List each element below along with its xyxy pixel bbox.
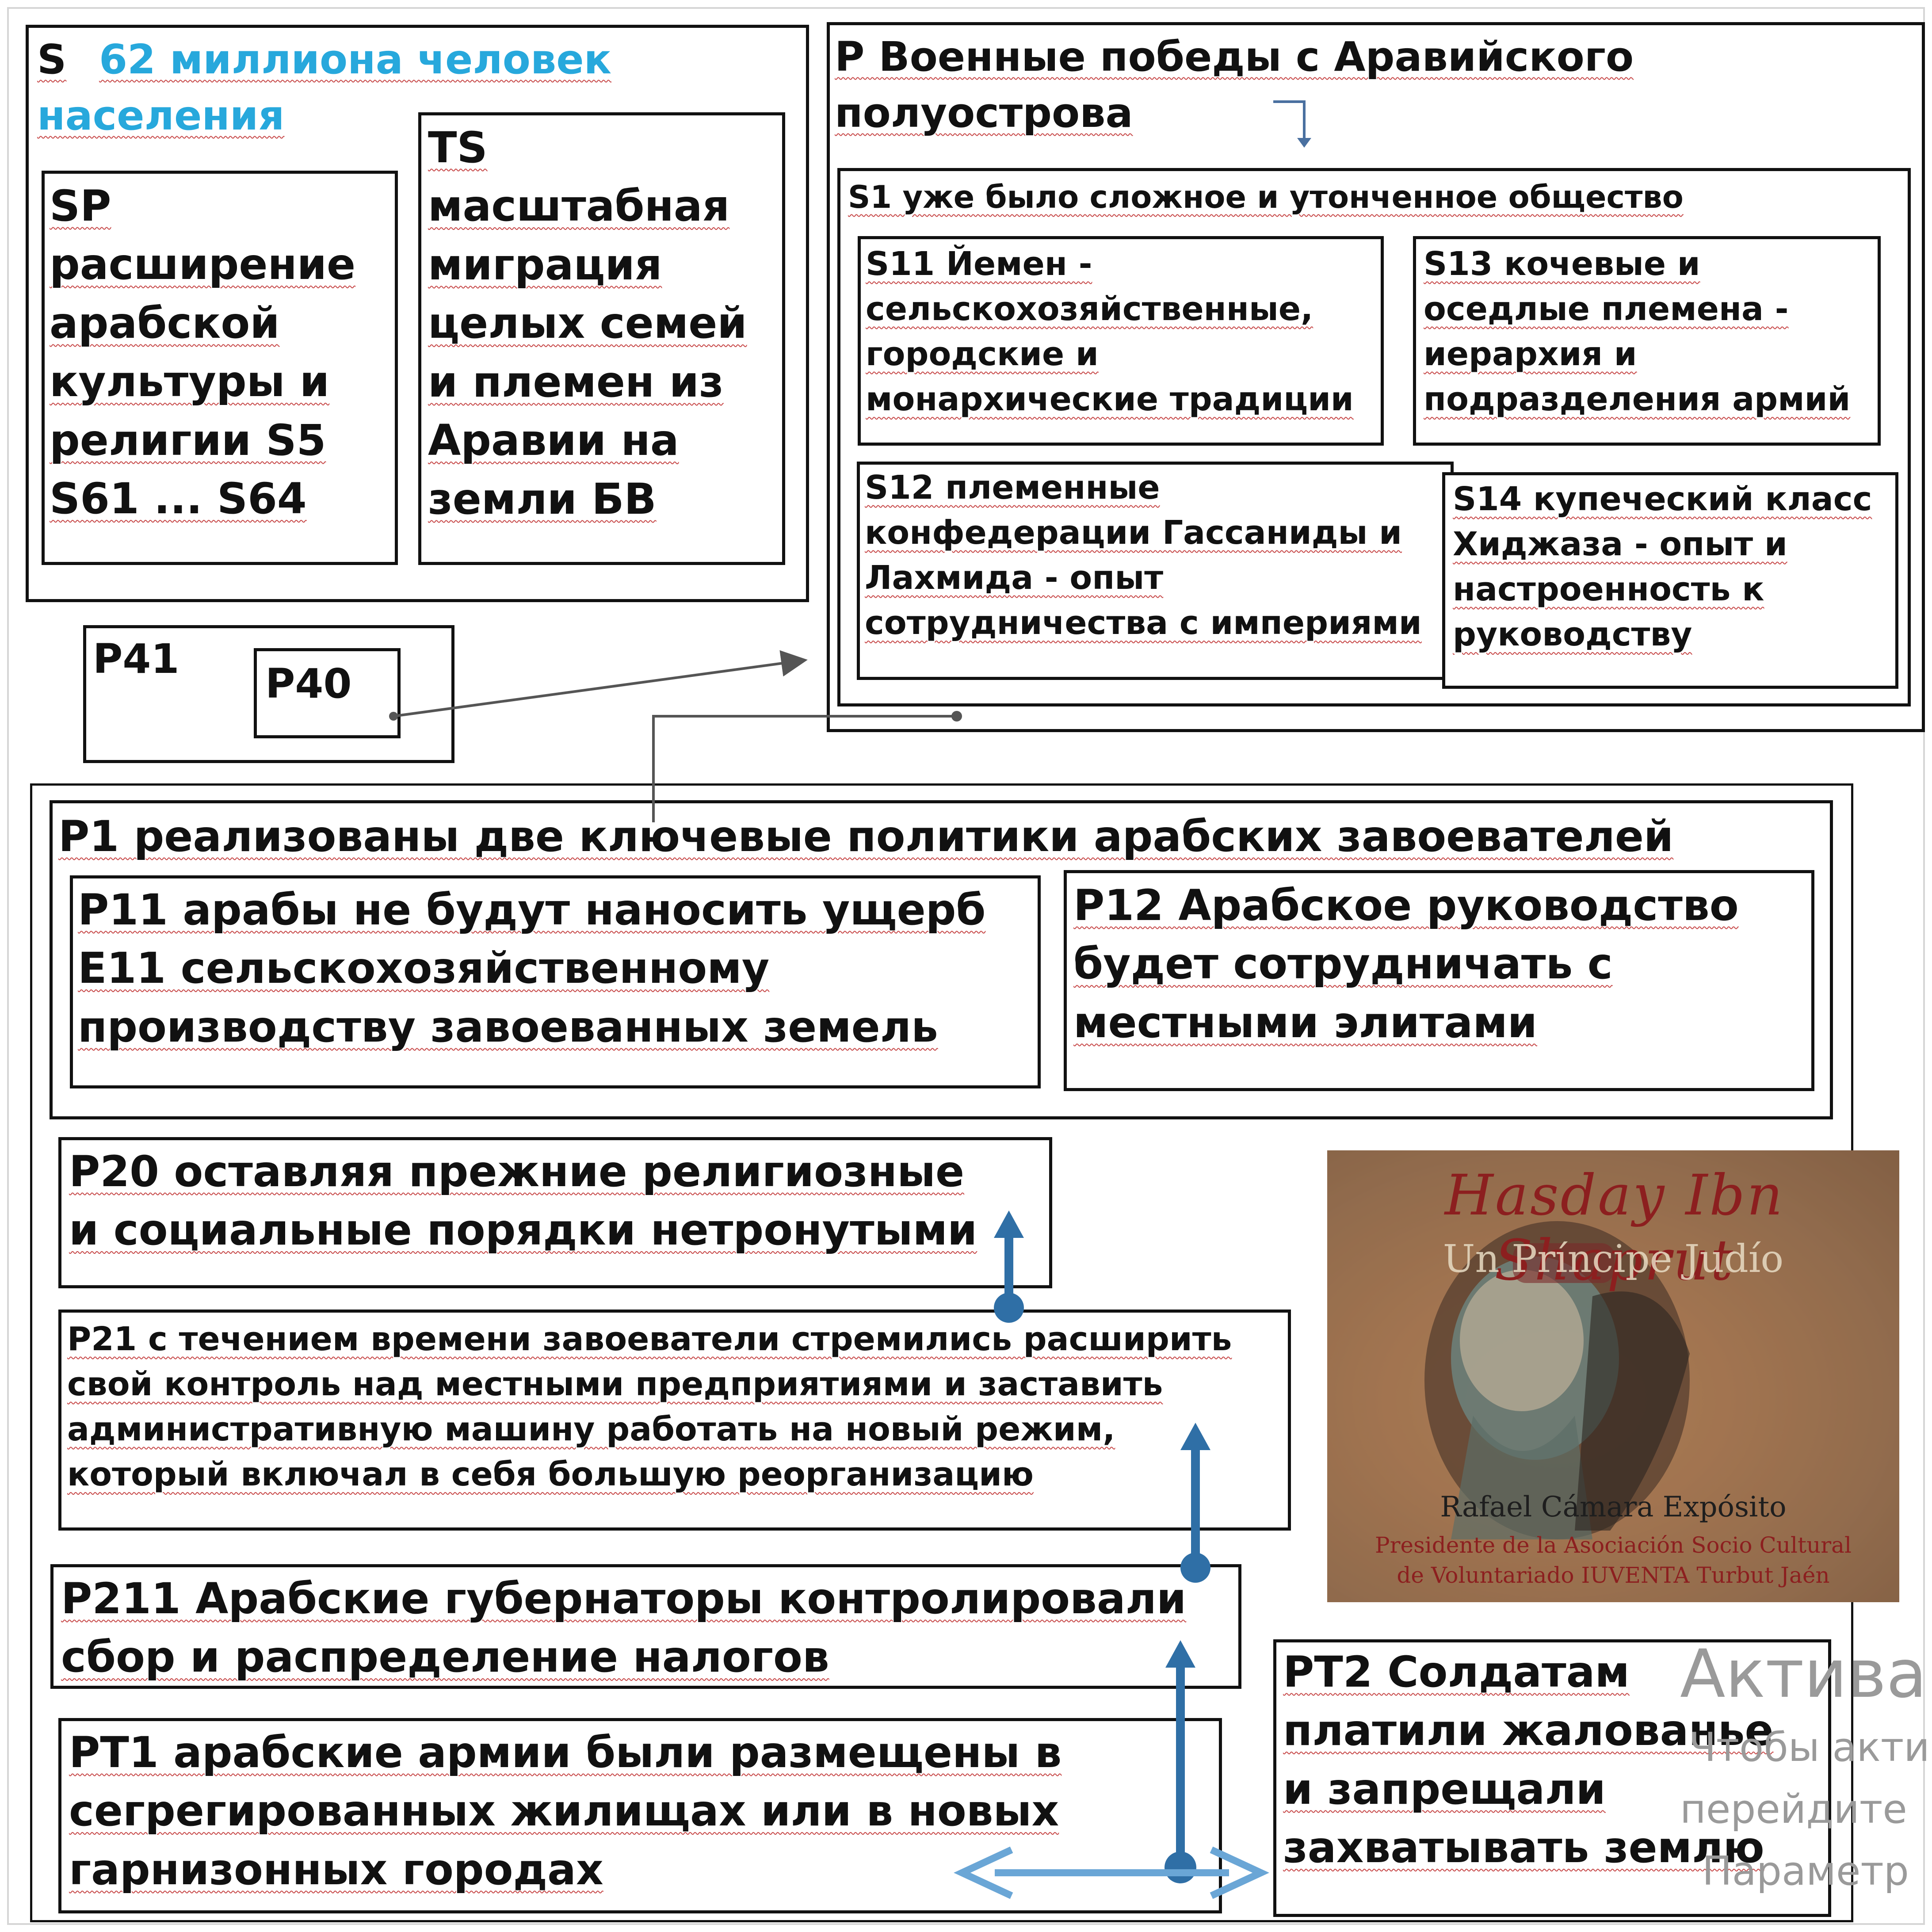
pt1-box <box>58 1718 1222 1913</box>
title-arrow-icon <box>1273 100 1306 141</box>
p211-box <box>50 1564 1241 1689</box>
ts-box <box>418 112 785 565</box>
portrait-figure <box>1327 1150 1899 1602</box>
portrait-author: Rafael Cámara Expósito <box>1440 1491 1787 1523</box>
p1-text: P1 реализованы две ключевые политики ара… <box>58 812 1674 861</box>
node-p21 <box>994 1293 1024 1323</box>
page-frame <box>7 7 1925 1925</box>
p12-text: P12 Арабское руководство будет сотруднич… <box>1073 881 1739 1047</box>
portrait-title: Hasday Ibn Shaprut <box>1444 1163 1785 1293</box>
p40-box <box>254 648 401 738</box>
s11-text: S11 Йемен - сельскохозяйственные, городс… <box>866 245 1354 419</box>
s13-box <box>1413 236 1881 446</box>
node-p211 <box>1180 1553 1210 1583</box>
p-title: P Военные победы с Аравийского полуостро… <box>835 33 1634 137</box>
p41-label: P41 <box>93 635 179 683</box>
activation-watermark-title: Активац <box>1680 1636 1932 1713</box>
s12-text: S12 племенные конфедерации Гассаниды и Л… <box>865 469 1422 642</box>
p20-text: P20 оставляя прежние религиозные и социа… <box>69 1147 977 1255</box>
p21-box <box>58 1310 1291 1531</box>
blue-arrows <box>994 1210 1210 1883</box>
sp-box <box>42 171 398 565</box>
p11-box <box>70 875 1041 1088</box>
p20-box <box>58 1137 1052 1288</box>
connector-dot <box>951 711 962 722</box>
p12-box <box>1064 870 1814 1091</box>
connector-p40-p <box>393 650 808 718</box>
pt2-text: PT2 Солдатам платили жалованье и запреща… <box>1283 1647 1774 1873</box>
pt1-text: PT1 арабские армии были размещены в сегр… <box>69 1728 1062 1894</box>
activation-watermark-line4: Параметр <box>1702 1848 1909 1894</box>
activation-watermark-line2: Чтобы акти <box>1689 1724 1930 1771</box>
node-pt <box>1165 1852 1196 1883</box>
p40-label: P40 <box>265 660 352 707</box>
s11-box <box>858 236 1384 446</box>
title-arrow-head <box>1297 138 1311 148</box>
portrait-image: Hasday Ibn Shaprut Un Príncipe Judío Raf… <box>1327 1150 1899 1602</box>
activation-watermark-line3: перейдите <box>1680 1786 1907 1833</box>
portrait-association: Presidente de la Asociación Socio Cultur… <box>1375 1532 1852 1588</box>
pt2-box <box>1273 1639 1831 1917</box>
portrait-subtitle: Un Príncipe Judío <box>1443 1237 1784 1281</box>
s13-text: S13 кочевые и оседлые племена - иерархия… <box>1424 245 1851 419</box>
s14-text: S14 купеческий класс Хиджаза - опыт и на… <box>1453 480 1872 654</box>
ts-text: TS масштабная миграция целых семей и пле… <box>428 123 747 524</box>
s1-text: S1 уже было сложное и утонченное обществ… <box>848 179 1684 215</box>
pt-double-arrow <box>954 1846 1269 1899</box>
s12-box <box>857 462 1454 680</box>
connector-dot <box>389 712 398 721</box>
arrowhead-p211 <box>1165 1640 1195 1668</box>
p21-text: P21 с течением времени завоеватели стрем… <box>67 1320 1232 1494</box>
sp-text: SP расширение арабской культуры и религи… <box>50 181 356 524</box>
p211-text: P211 Арабские губернаторы контролировали… <box>61 1574 1187 1682</box>
arrowhead-p20 <box>994 1210 1024 1238</box>
p11-text: P11 арабы не будут наносить ущерб E11 се… <box>78 885 986 1052</box>
s-label: S <box>37 36 67 83</box>
connector-p-p1 <box>652 715 957 822</box>
s14-box <box>1442 472 1898 689</box>
s-population-text: 62 миллиона человек населения <box>37 36 612 139</box>
arrowhead-p21 <box>1180 1423 1210 1450</box>
